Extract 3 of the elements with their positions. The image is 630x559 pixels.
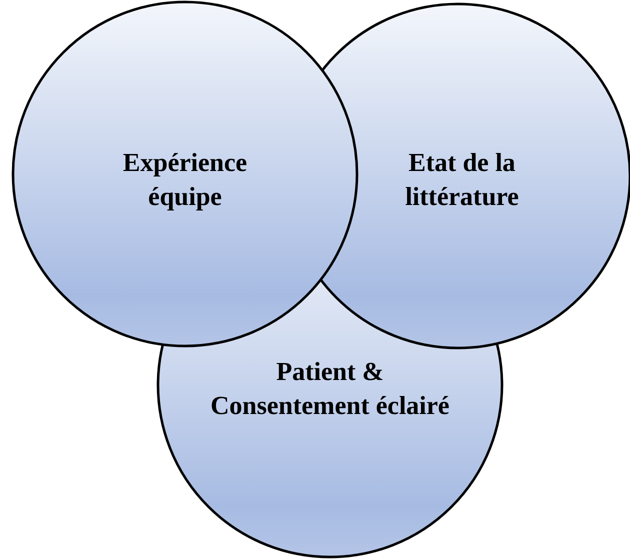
circle-label: Etat de la littérature	[404, 147, 520, 213]
circle-label: Patient & Consentement éclairé	[210, 356, 450, 422]
circle-label: Expérience équipe	[122, 147, 248, 213]
